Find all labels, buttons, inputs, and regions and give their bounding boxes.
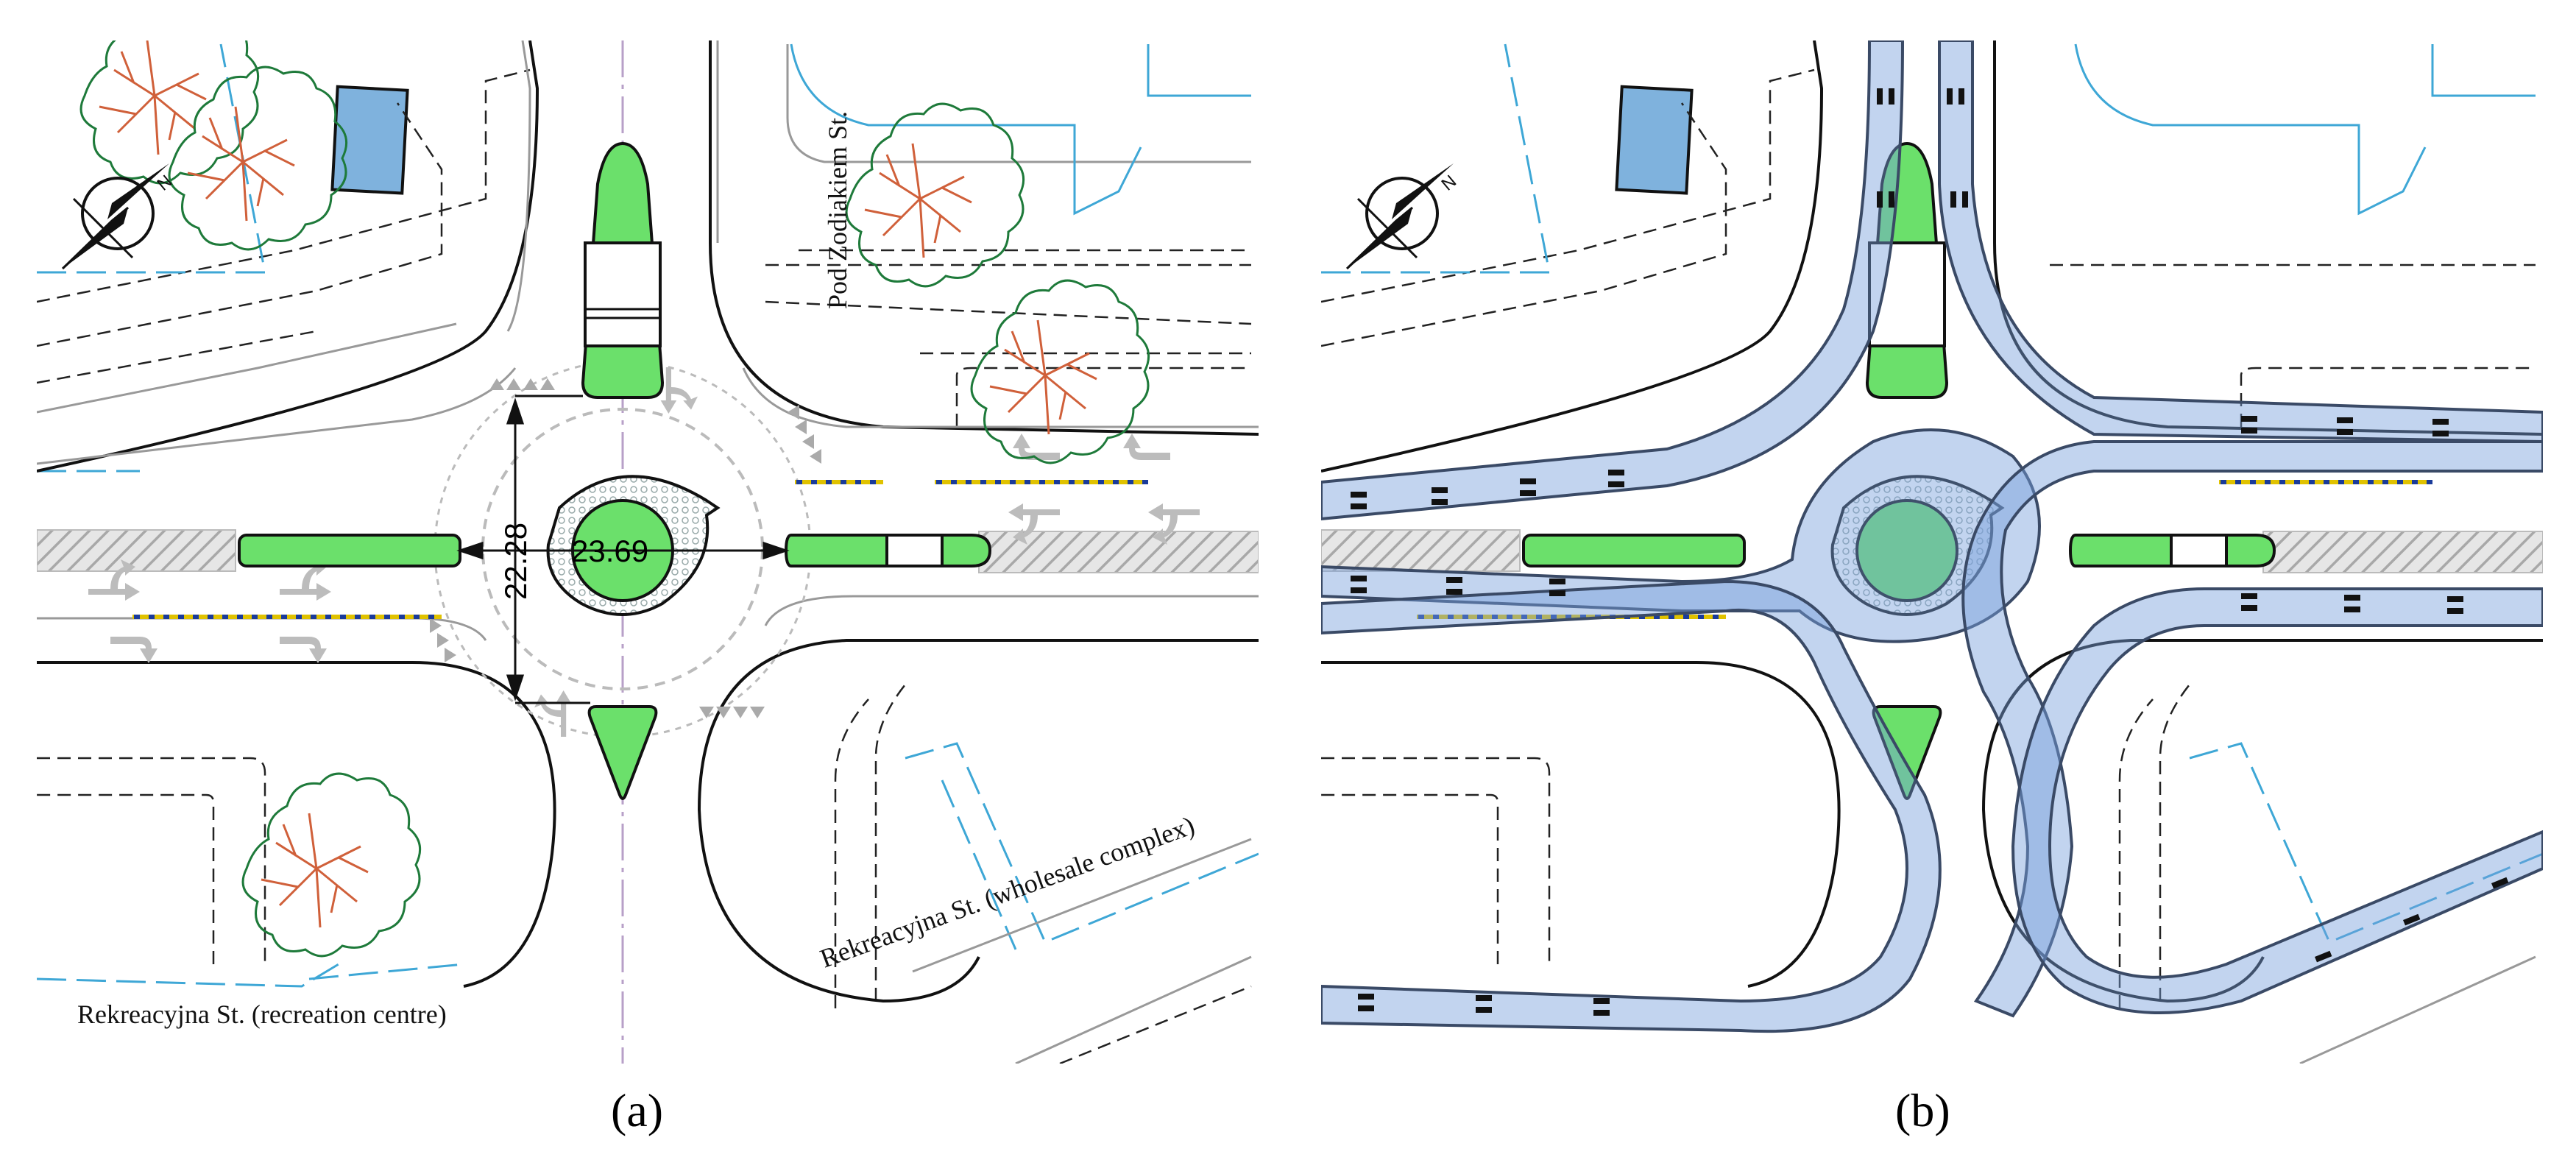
tree-icon <box>241 772 422 958</box>
vehicle-wheel-marks <box>1351 88 2509 1016</box>
splitter-island-south <box>587 705 658 800</box>
north-arrow-icon <box>1345 162 1462 270</box>
tree-icon <box>970 279 1150 464</box>
panel-b <box>1321 40 2543 1064</box>
panel-a: 23.69 22.28 Pod Zodiakiem St. Rekreacyjn… <box>37 40 1259 1064</box>
street-label-east: Rekreacyjna St. (wholesale complex) <box>816 810 1198 974</box>
lane-arrow-icon <box>1013 434 1060 460</box>
yield-markings <box>430 378 821 718</box>
street-label-west: Rekreacyjna St. (recreation centre) <box>77 1000 447 1029</box>
vehicle-swept-paths <box>1321 40 2543 1033</box>
panel-caption-b: (b) <box>1895 1084 1950 1136</box>
tree-icon <box>845 102 1025 288</box>
north-arrow-icon <box>61 162 178 270</box>
lane-arrow-icon <box>1123 434 1170 460</box>
lane-arrow-icon <box>110 637 158 663</box>
lane-arrow-icon <box>280 637 327 663</box>
building <box>1615 85 1694 195</box>
dimension-upper: 22.28 <box>498 523 533 600</box>
street-label-north: Pod Zodiakiem St. <box>823 111 852 309</box>
building <box>330 85 409 195</box>
dimension-diameter: 23.69 <box>571 534 648 568</box>
panel-caption-a: (a) <box>611 1084 663 1136</box>
splitter-island-west <box>238 534 461 567</box>
dimension-lines <box>456 395 790 704</box>
